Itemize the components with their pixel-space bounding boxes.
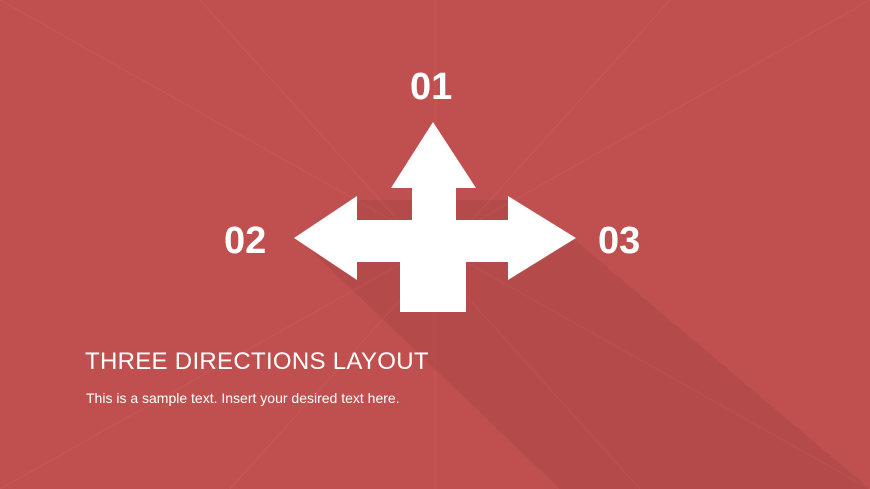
direction-label-01: 01 <box>410 66 453 108</box>
direction-label-03: 03 <box>598 220 641 262</box>
slide-title: THREE DIRECTIONS LAYOUT <box>85 348 429 375</box>
watermark: SlideModel.com <box>372 220 563 250</box>
slide-subtitle: This is a sample text. Insert your desir… <box>86 390 400 406</box>
direction-label-02: 02 <box>224 220 267 262</box>
watermark-logo-icon <box>338 222 368 250</box>
